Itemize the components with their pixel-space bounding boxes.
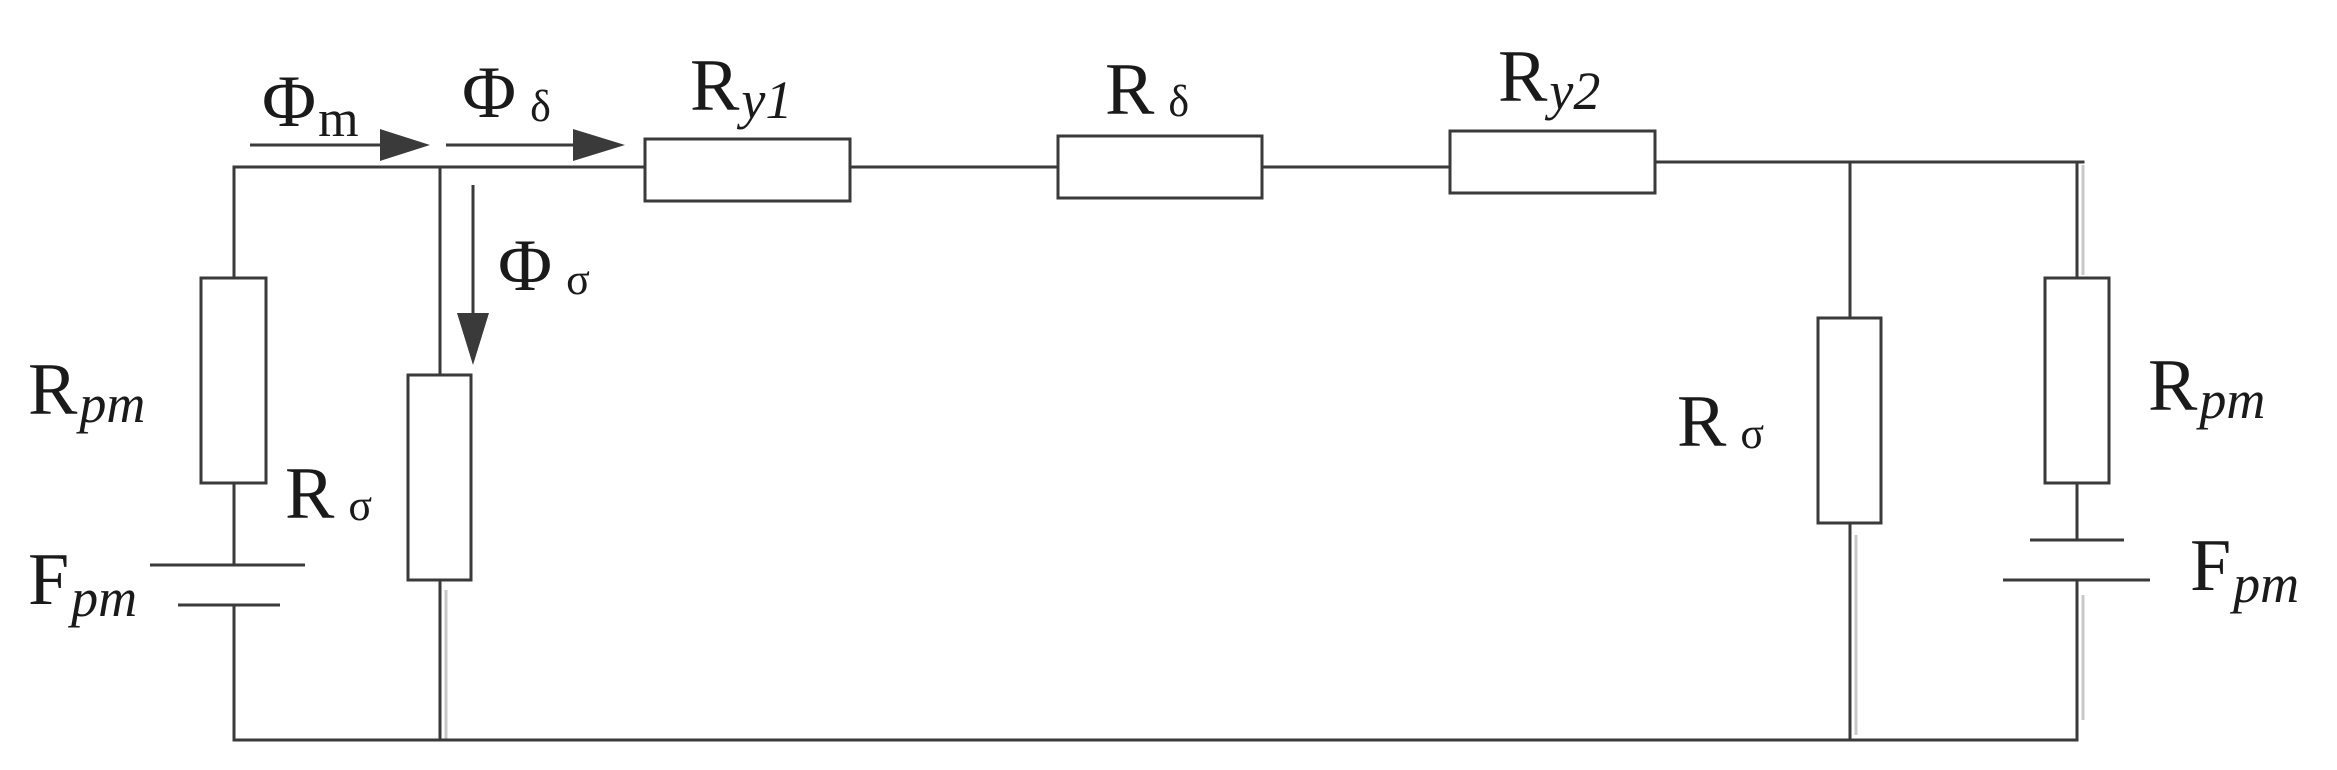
source-fpm-right (2003, 538, 2150, 582)
resistor-ry1 (643, 137, 852, 203)
label-r-y1: Ry1 (690, 45, 792, 130)
label-phi-m: Φm (262, 61, 359, 148)
label-f-pm-left: Fpm (28, 539, 137, 628)
resistor-ry2 (1448, 129, 1657, 195)
source-fpm-left (150, 563, 305, 607)
resistor-rdelta (1056, 134, 1264, 200)
label-f-pm-right: Fpm (2190, 525, 2299, 614)
wires (232, 160, 2085, 742)
resistor-rpm-left (199, 276, 268, 485)
label-r-pm-left: Rpm (28, 349, 145, 434)
arrow-phi-delta (446, 129, 625, 161)
label-r-y2: Ry2 (1498, 36, 1600, 121)
resistor-rpm-right (2043, 276, 2111, 485)
label-r-pm-right: Rpm (2148, 345, 2265, 430)
resistor-rsigma-right (1816, 316, 1883, 525)
resistor-rsigma-left (406, 373, 473, 582)
arrow-phi-m (250, 129, 430, 161)
arrow-phi-sigma (457, 185, 489, 365)
